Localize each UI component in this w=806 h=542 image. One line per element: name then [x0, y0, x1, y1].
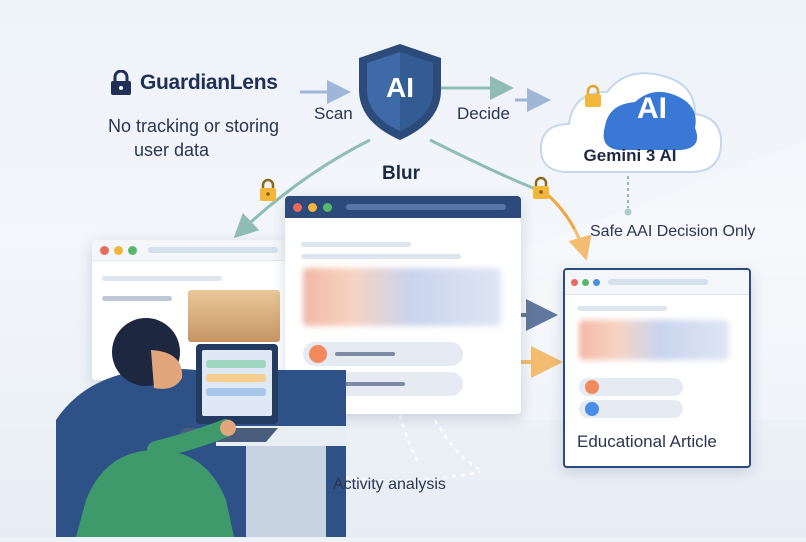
- center-browser-titlebar: [285, 196, 521, 218]
- cloud-lock-icon: [583, 84, 603, 113]
- step-blur-label: Blur: [382, 163, 420, 184]
- lock-icon: [111, 70, 131, 95]
- shield-icon: AI: [355, 42, 445, 142]
- educational-article-label: Educational Article: [577, 432, 717, 451]
- lock-icon-left: [258, 178, 278, 207]
- output-browser-window: Educational Article: [563, 268, 751, 468]
- tagline-line2: user data: [134, 140, 210, 160]
- cloud-title: Gemini 3 AI: [583, 146, 677, 165]
- arrow-right-branch: [429, 138, 539, 192]
- step-decide-label: Decide: [457, 104, 510, 123]
- lock-icon-right: [531, 176, 551, 205]
- activity-analysis-label: Activity analysis: [333, 476, 446, 493]
- cloud-icon: AI Gemini 3 AI: [535, 62, 725, 180]
- left-browser-tabbar: [92, 240, 290, 261]
- avatar: [309, 345, 327, 363]
- avatar: [585, 380, 599, 394]
- child-illustration: [56, 300, 346, 537]
- arrow-safe-out: [546, 193, 592, 261]
- blurred-content: [303, 268, 501, 326]
- brand-header: GuardianLens: [110, 70, 278, 96]
- cloud-ai-badge: AI: [637, 92, 667, 125]
- safe-decision-label: Safe AAI Decision Only: [590, 223, 756, 240]
- avatar: [585, 402, 599, 416]
- output-blurred-block: [579, 320, 729, 360]
- output-browser-tabbar: [565, 270, 749, 295]
- output-row-1: [579, 378, 683, 396]
- shield-ai-text: AI: [386, 72, 414, 103]
- output-row-2: [579, 400, 683, 418]
- arrow-left-branch: [233, 138, 371, 239]
- left-browser-image: [188, 290, 280, 342]
- brand-name: GuardianLens: [140, 71, 278, 94]
- tagline-line1: No tracking or storing: [108, 116, 280, 136]
- tagline: No tracking or storing user data: [108, 114, 308, 162]
- step-scan-label: Scan: [314, 104, 353, 123]
